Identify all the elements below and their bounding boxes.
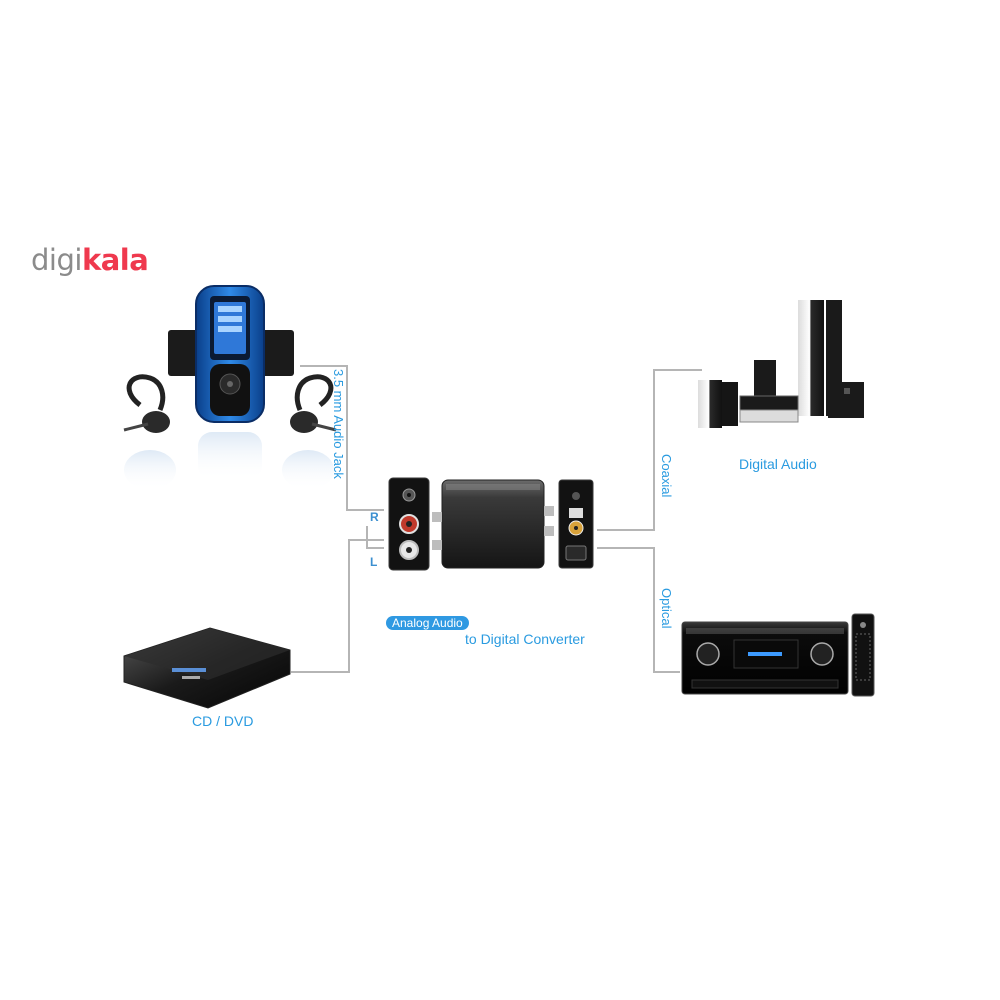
label-digital-audio: Digital Audio [739,456,817,472]
earphone-icon [123,374,337,490]
label-optical: Optical [659,588,674,629]
label-cd-dvd: CD / DVD [192,713,254,729]
label-right-channel: R [370,510,379,524]
converter-box-icon [432,479,554,569]
dvd-player-icon [123,627,291,709]
converter-output-panel [558,479,594,569]
brand-logo: digikala [31,243,149,277]
mp3-player-icon [168,285,294,480]
converter-input-panel [388,477,430,571]
connection-wires [291,365,702,673]
wire-coaxial [597,369,702,531]
label-left-channel: L [370,555,378,569]
wire-rl-bridge [366,526,384,549]
wire-jack [300,365,384,511]
label-converter: to Digital Converter [465,631,585,647]
label-coaxial: Coaxial [659,454,674,498]
home-theater-icon [698,300,864,428]
wire-optical [597,547,680,673]
label-converter-badge: Analog Audio [386,616,469,630]
remote-control-icon [851,613,875,697]
label-audio-jack: 3.5 mm Audio Jack [331,369,346,479]
av-receiver-icon [681,621,849,695]
